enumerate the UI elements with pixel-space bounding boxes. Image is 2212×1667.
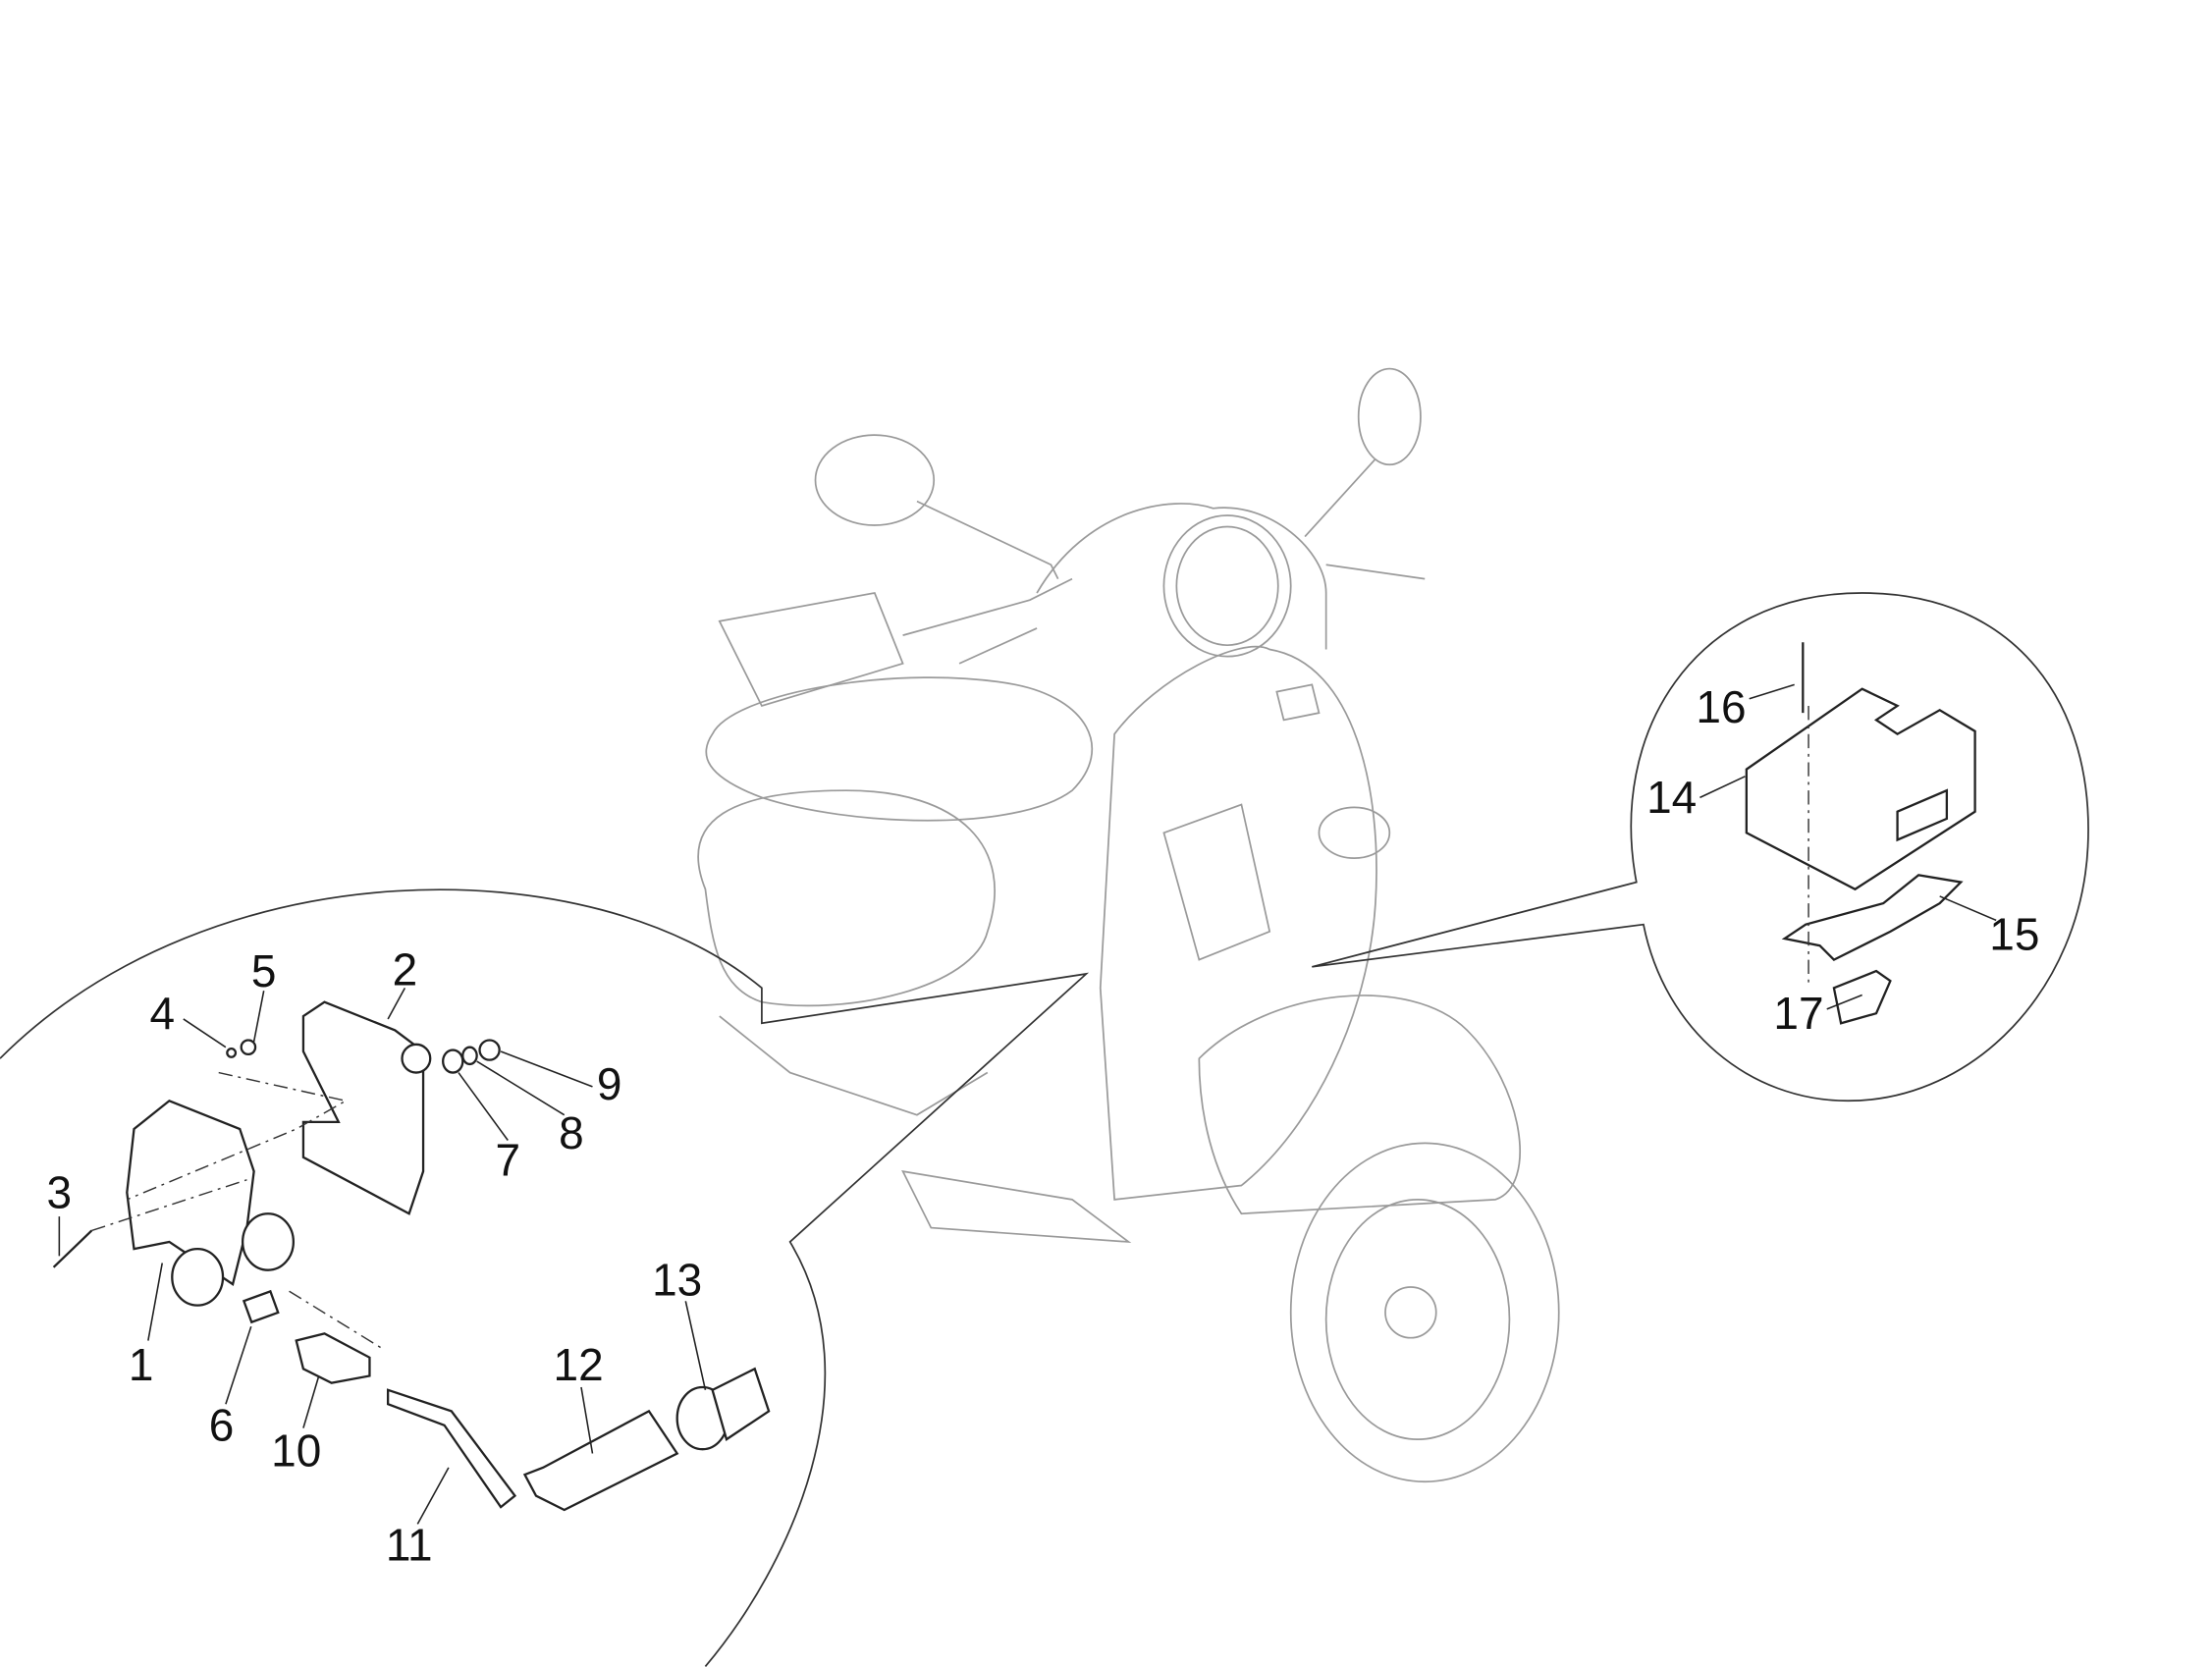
left-detail-callout — [0, 888, 1090, 1667]
part-5-nut — [240, 1039, 257, 1056]
callout-5: 5 — [251, 945, 277, 996]
part-17-plate — [1832, 969, 1892, 1025]
part-2-bracket — [301, 1000, 432, 1215]
leader-lines — [58, 683, 1997, 1525]
callout-1: 1 — [129, 1339, 154, 1390]
part-8-lock-washer — [461, 1046, 478, 1066]
left-mirror — [814, 434, 936, 526]
callout-3: 3 — [47, 1166, 73, 1217]
part-1-ignition-coil — [126, 1099, 296, 1307]
front-wheel — [1289, 1142, 1560, 1483]
callout-10: 10 — [271, 1425, 321, 1476]
legshield — [1099, 645, 1377, 1201]
callout-4: 4 — [149, 988, 175, 1039]
callout-13: 13 — [652, 1255, 702, 1306]
part-14-control-unit — [1745, 687, 1976, 891]
callout-2: 2 — [393, 943, 418, 995]
seat — [705, 676, 1093, 822]
callout-11: 11 — [386, 1520, 433, 1571]
callout-14: 14 — [1646, 772, 1697, 823]
part-13-grommet — [675, 1367, 771, 1451]
front-fender — [1198, 995, 1521, 1215]
callout-16: 16 — [1696, 681, 1746, 732]
part-12-cap — [522, 1409, 679, 1512]
callout-7: 7 — [495, 1134, 520, 1185]
part-10-boot — [295, 1332, 371, 1384]
callout-17: 17 — [1773, 988, 1823, 1039]
part-6-terminal — [242, 1289, 280, 1324]
callout-12: 12 — [554, 1339, 604, 1390]
scooter-outline — [697, 367, 1560, 1483]
part-4-washer — [226, 1047, 238, 1058]
callout-6: 6 — [209, 1400, 235, 1451]
part-7-washer — [442, 1049, 464, 1074]
right-mirror — [1357, 367, 1422, 466]
part-11-hose — [386, 1388, 517, 1509]
callout-8: 8 — [559, 1107, 584, 1158]
headlight — [1162, 514, 1292, 658]
callout-15: 15 — [1989, 909, 2039, 960]
part-15-bracket — [1781, 874, 1964, 961]
callout-9: 9 — [597, 1058, 622, 1109]
part-9-nut — [478, 1039, 501, 1061]
part-3-screw — [52, 1229, 93, 1268]
right-detail-callout — [1312, 592, 2089, 1102]
